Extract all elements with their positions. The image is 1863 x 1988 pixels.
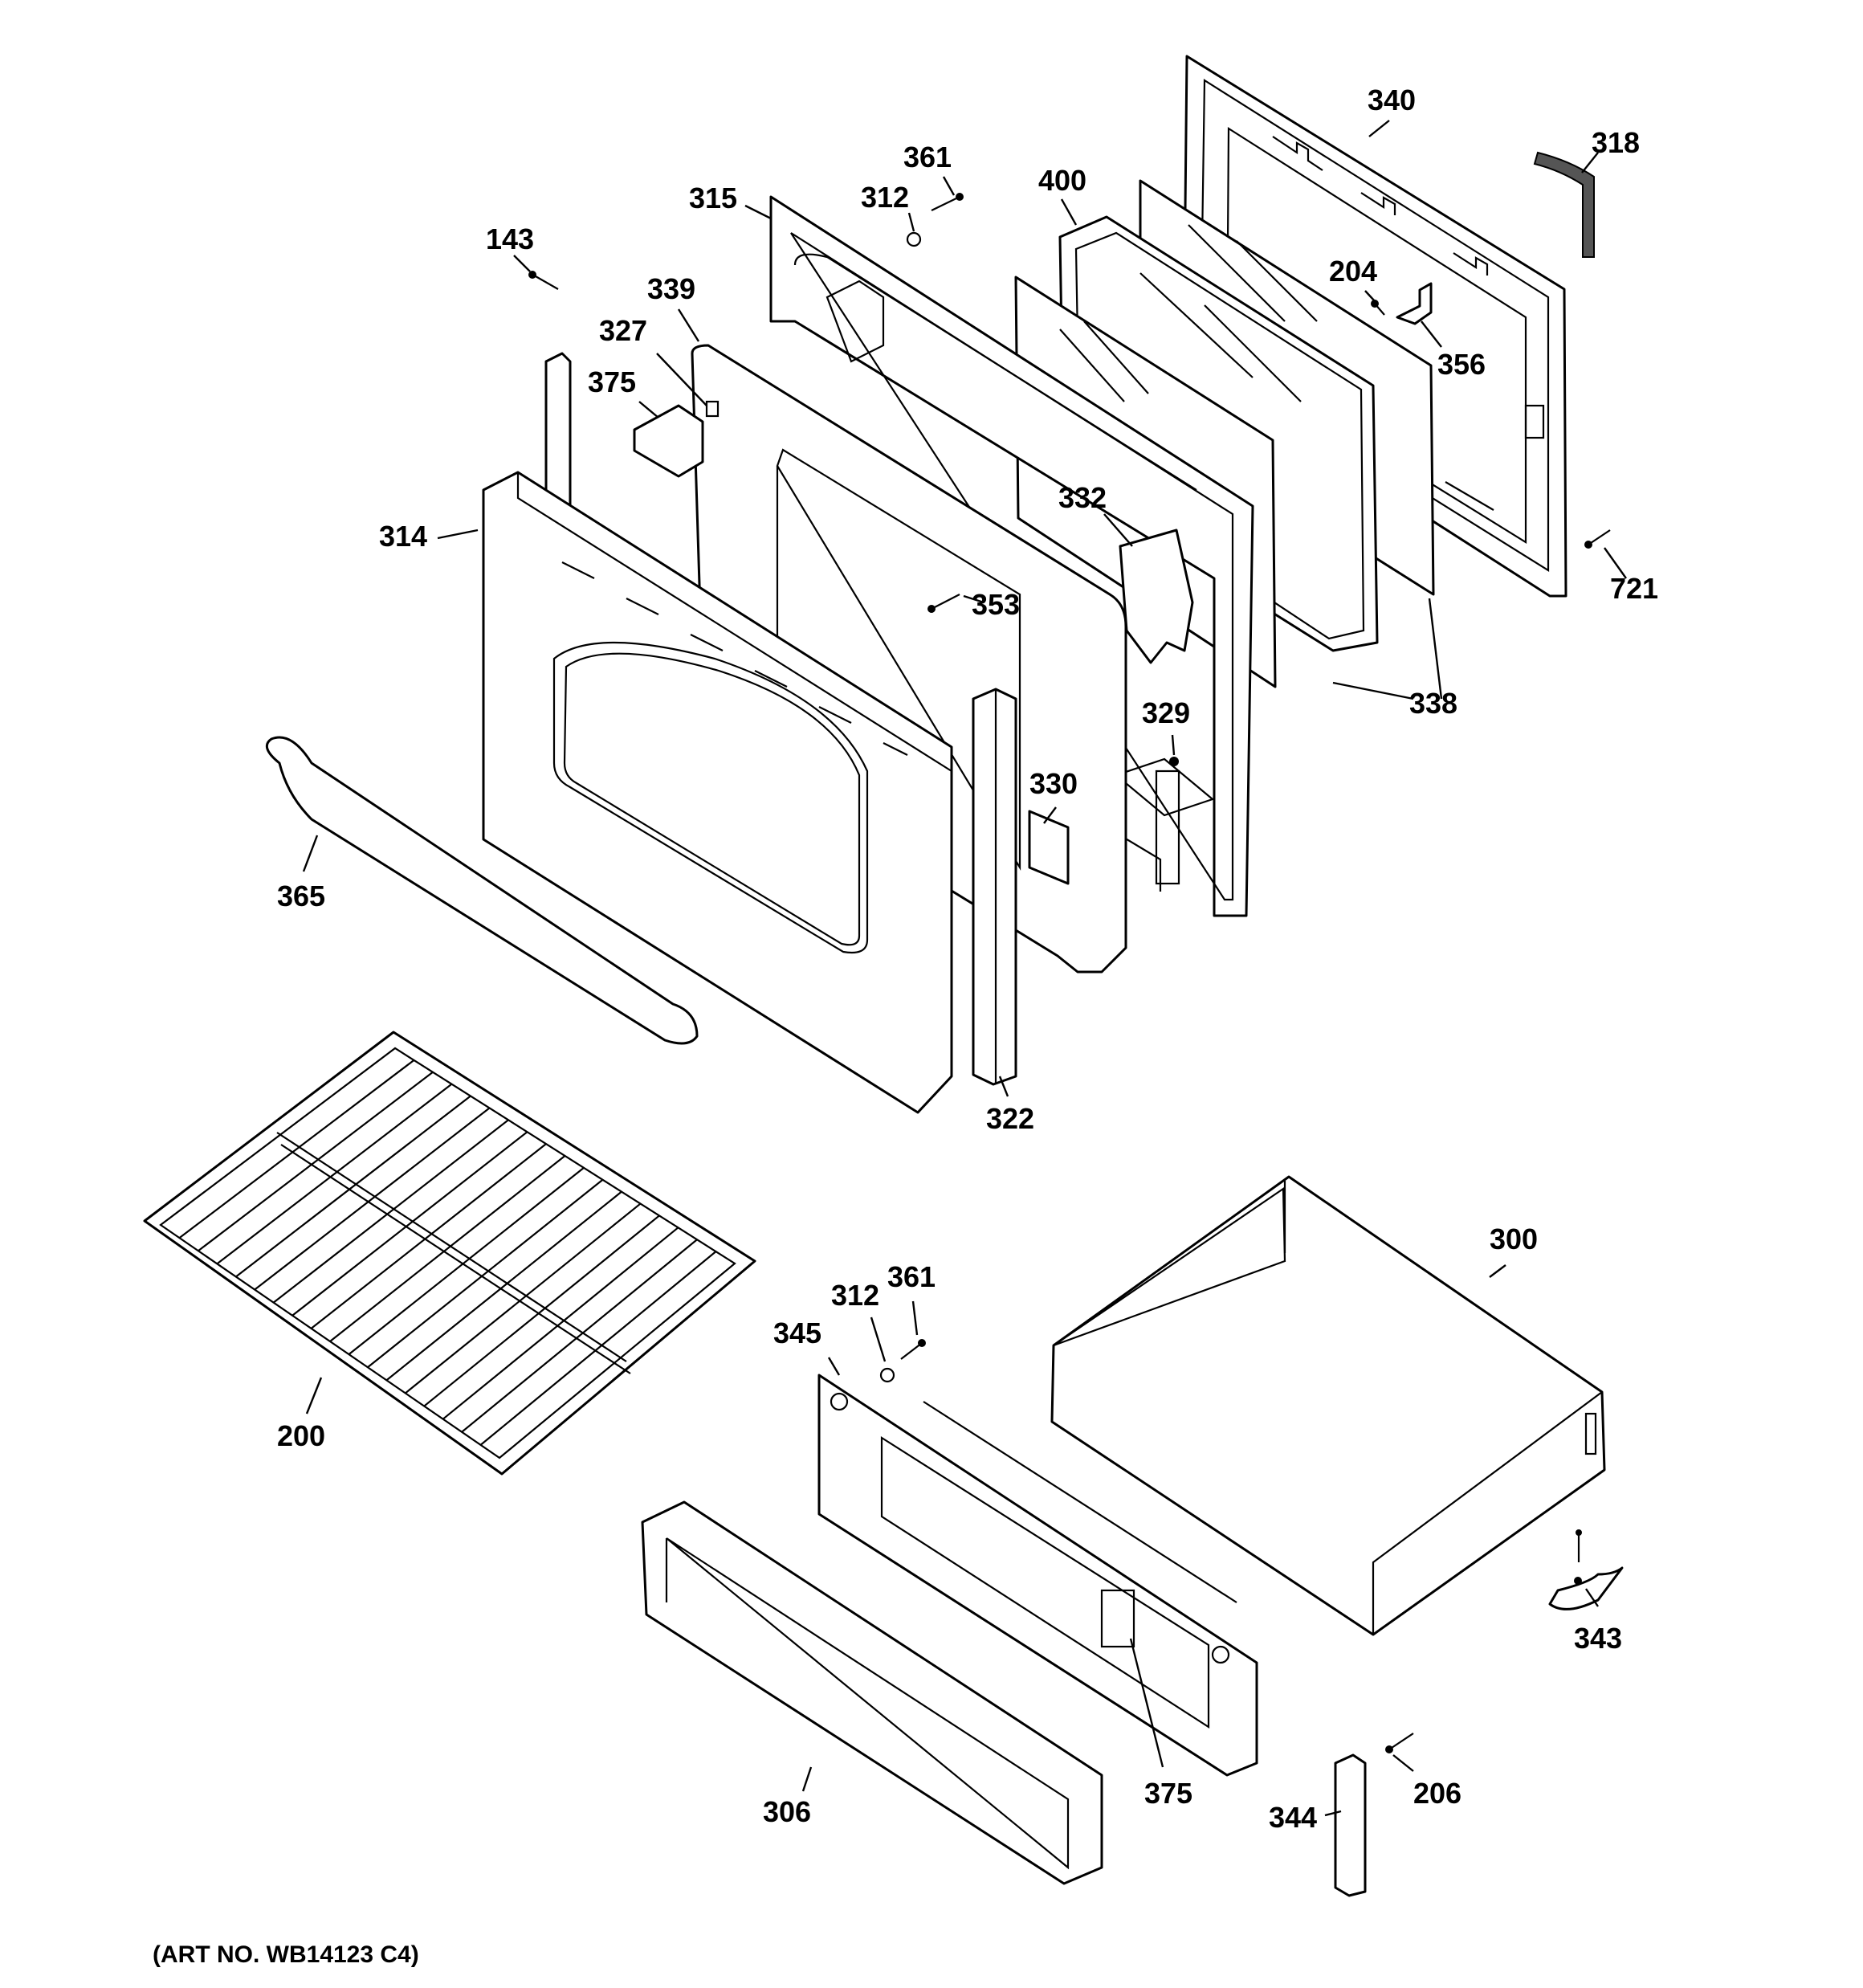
callout-343: 343: [1574, 1622, 1622, 1655]
callout-300: 300: [1490, 1223, 1538, 1255]
part-200-oven-rack: [143, 1031, 756, 1476]
part-361-312-top-screws: [906, 193, 964, 247]
part-339-inner-panel: [691, 344, 1127, 974]
art-number-caption: (ART NO. WB14123 C4): [153, 1941, 419, 1968]
callout-344: 344: [1269, 1801, 1317, 1834]
leader-lines: [302, 120, 1627, 1817]
rack-wire: [291, 1131, 528, 1316]
rack-wire: [178, 1059, 415, 1239]
part-143-screw: [528, 271, 559, 290]
callout-721: 721: [1610, 572, 1658, 605]
part-353-screw: [927, 594, 960, 613]
part-306-drawer-front: [641, 1500, 1103, 1885]
callout-330: 330: [1029, 767, 1078, 800]
part-721-screw: [1584, 529, 1611, 549]
part-365-door-handle: [265, 736, 699, 1045]
callout-318: 318: [1592, 126, 1640, 159]
callout-345: 345: [773, 1316, 821, 1349]
callout-375-top: 375: [588, 365, 636, 398]
rack-wire: [310, 1143, 547, 1329]
part-314-outer-door: [482, 471, 953, 1114]
part-206-screw: [1385, 1733, 1414, 1753]
callout-143: 143: [486, 222, 534, 255]
callout-206: 206: [1413, 1777, 1461, 1810]
callout-327: 327: [599, 314, 647, 347]
callout-312-top: 312: [861, 181, 909, 214]
callout-329: 329: [1142, 696, 1190, 729]
rack-wire: [423, 1214, 660, 1407]
callout-322: 322: [986, 1102, 1034, 1135]
callout-353: 353: [972, 588, 1020, 621]
callout-361-top: 361: [903, 141, 952, 173]
part-300-drawer-box: [1050, 1175, 1606, 1636]
callout-340: 340: [1368, 84, 1416, 116]
callout-labels: 340 318 361 400 315 312 143 204 339 356 …: [277, 84, 1658, 1834]
callout-339: 339: [647, 272, 695, 305]
callout-356: 356: [1437, 348, 1486, 381]
rack-wire: [367, 1178, 604, 1369]
callout-204: 204: [1329, 255, 1377, 288]
part-204-screw: [1371, 300, 1385, 316]
callout-306: 306: [763, 1795, 811, 1828]
rack-wire: [479, 1251, 717, 1446]
rack-wire: [254, 1107, 491, 1291]
rack-wire: [272, 1119, 509, 1304]
rack-wire: [405, 1202, 642, 1394]
callout-361-bottom: 361: [887, 1260, 936, 1293]
part-343-drawer-stop: [1548, 1529, 1624, 1610]
rack-wire: [385, 1190, 622, 1382]
rack-wire: [329, 1155, 566, 1342]
part-332-insulation: [1119, 529, 1194, 664]
part-356-bracket: [1396, 282, 1433, 325]
part-322-side-rail: [972, 688, 1017, 1086]
part-345-drawer-inner-front: [817, 1374, 1258, 1777]
part-318-gasket: [1533, 151, 1595, 258]
callout-338: 338: [1409, 687, 1457, 720]
rack-wire: [348, 1167, 585, 1355]
callout-400: 400: [1038, 164, 1086, 197]
rack-wire: [442, 1227, 679, 1420]
part-329-screw: [1169, 757, 1179, 766]
part-361-312-bottom-screws: [879, 1339, 926, 1383]
callout-314: 314: [379, 520, 427, 553]
callout-312-bottom: 312: [831, 1279, 879, 1312]
part-344-slide-rail: [1334, 1753, 1367, 1897]
callout-200: 200: [277, 1419, 325, 1452]
rack-wire: [235, 1095, 471, 1278]
callout-375-bottom: 375: [1144, 1777, 1192, 1810]
callout-332: 332: [1058, 481, 1107, 514]
rack-wire: [198, 1071, 434, 1252]
callout-315: 315: [689, 182, 737, 214]
callout-365: 365: [277, 880, 325, 912]
rack-wire: [461, 1239, 698, 1433]
rack-wire: [216, 1083, 453, 1265]
part-327-375-hinge-bracket: [633, 400, 720, 478]
